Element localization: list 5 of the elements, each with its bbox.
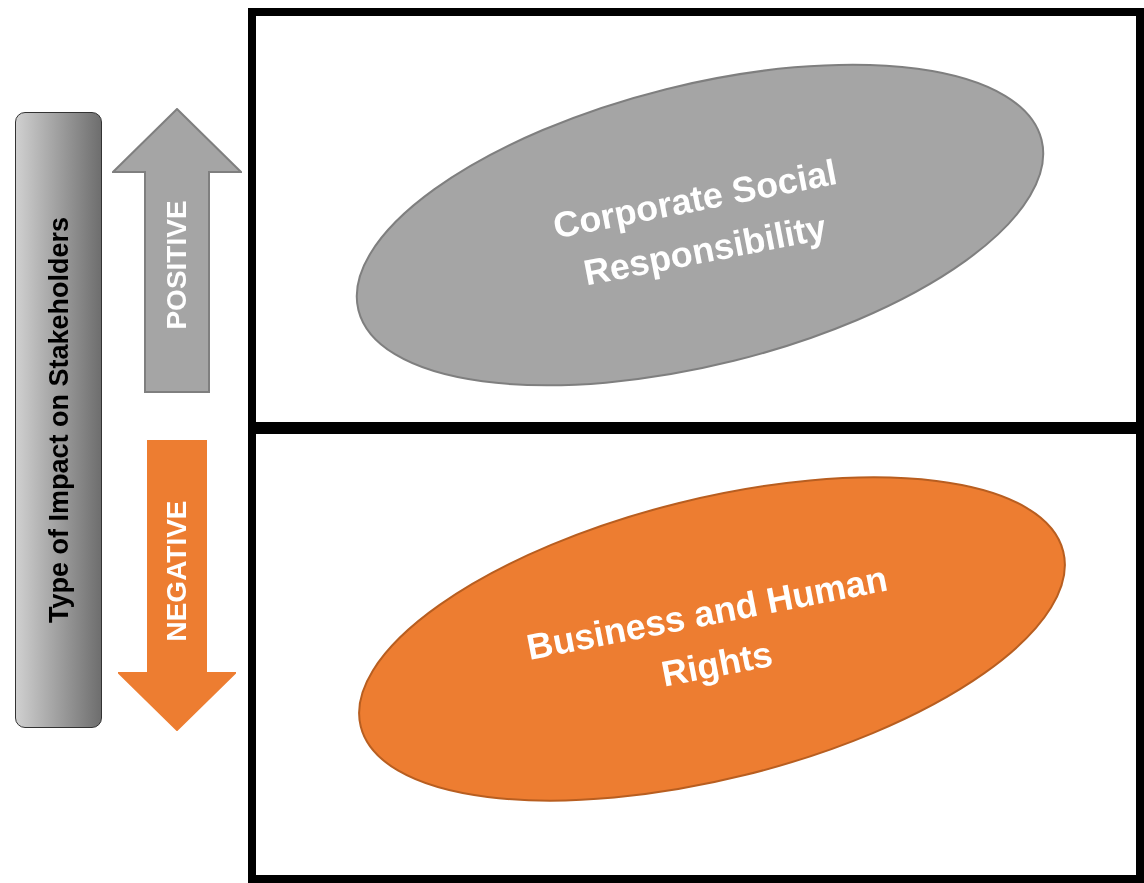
- axis-title-box: [15, 112, 102, 728]
- arrow-label: NEGATIVE: [161, 500, 193, 642]
- arrow-label: POSITIVE: [161, 200, 193, 330]
- ellipse-label: Business and Human Rights: [522, 556, 892, 697]
- axis-title: Type of Impact on Stakeholders: [43, 216, 74, 624]
